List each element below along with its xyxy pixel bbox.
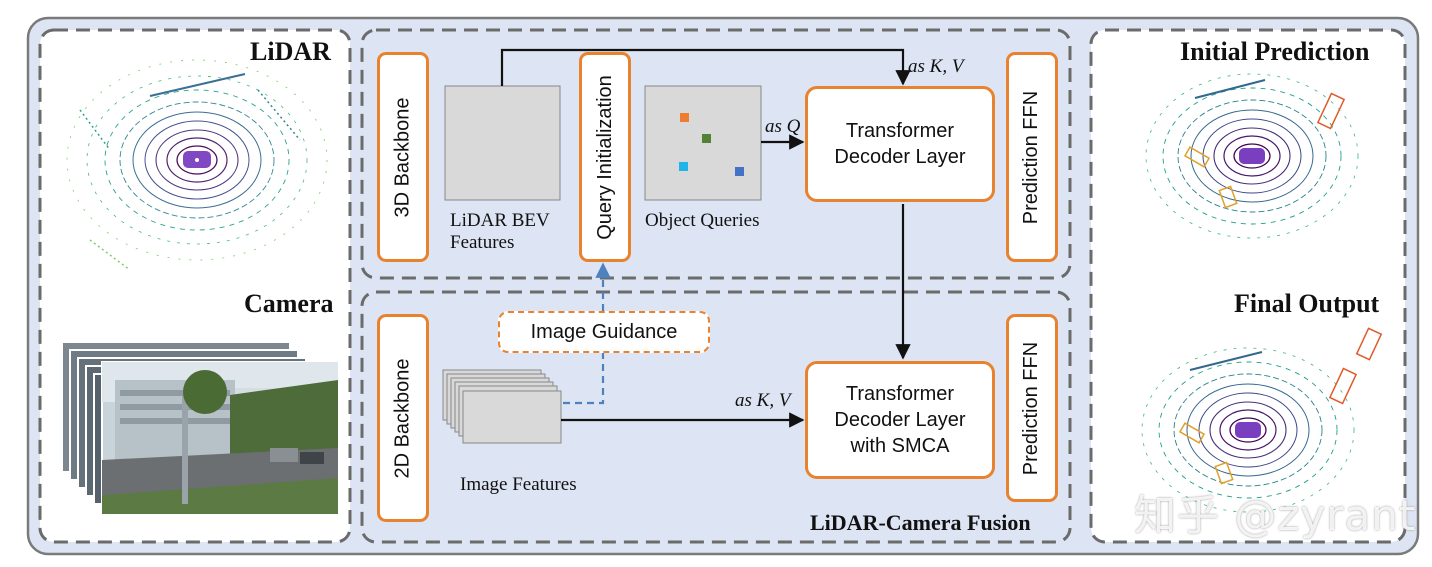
lidar-bev-line1: LiDAR BEV — [450, 210, 550, 231]
backbone-2d-label: 2D Backbone — [391, 357, 414, 479]
initial-prediction-pointcloud — [1145, 73, 1359, 239]
decoder-top-line1: Transformer — [845, 120, 955, 142]
object-queries-label: Object Queries — [645, 210, 760, 231]
arrow-image-guidance — [563, 262, 611, 405]
query-dot-cyan — [679, 162, 688, 171]
decoder-top-line2: Decoder Layer — [834, 146, 966, 168]
query-dot-orange — [680, 113, 689, 122]
image-features-label: Image Features — [460, 474, 577, 495]
lidar-pointcloud — [66, 59, 328, 271]
final-output-pointcloud — [1141, 327, 1383, 513]
camera-title: Camera — [244, 289, 334, 318]
watermark: 知乎 @zyrant — [1134, 491, 1417, 540]
as-kv-bottom-label: as K, V — [735, 390, 791, 411]
initial-prediction-title: Initial Prediction — [1180, 37, 1370, 66]
lidar-bev-label: LiDAR BEV Features — [450, 210, 550, 254]
query-dot-green — [702, 134, 711, 143]
transformer-decoder-smca: Transformer Decoder Layer with SMCA — [805, 361, 995, 479]
image-guidance-label: Image Guidance — [530, 320, 678, 343]
lidar-title: LiDAR — [250, 37, 331, 66]
center-top-panel — [360, 28, 1072, 280]
query-initialization-label: Query Initialization — [593, 74, 616, 240]
decoder-bottom-line2: Decoder Layer — [834, 409, 966, 431]
prediction-ffn-top-box: Prediction FFN — [1006, 52, 1058, 262]
query-dot-blue — [735, 167, 744, 176]
query-initialization-box: Query Initialization — [579, 52, 631, 262]
prediction-ffn-top-label: Prediction FFN — [1020, 90, 1043, 224]
backbone-3d-label: 3D Backbone — [391, 96, 414, 218]
fusion-title: LiDAR-Camera Fusion — [810, 510, 1031, 535]
right-panel — [1089, 28, 1407, 544]
lidar-bev-line2: Features — [450, 232, 515, 253]
image-guidance-box: Image Guidance — [498, 311, 710, 353]
final-output-title: Final Output — [1234, 289, 1380, 318]
prediction-ffn-bottom-label: Prediction FFN — [1020, 341, 1043, 475]
center-bottom-panel — [360, 290, 1072, 544]
prediction-ffn-bottom-box: Prediction FFN — [1006, 314, 1058, 502]
decoder-bottom-line3: with SMCA — [850, 435, 950, 457]
backbone-3d-box: 3D Backbone — [377, 52, 429, 262]
as-q-label: as Q — [765, 116, 801, 137]
arrow-bev-to-decoder — [500, 48, 911, 86]
camera-image-stack — [61, 341, 339, 515]
lidar-bev-features-square — [444, 85, 561, 201]
image-features-stack — [442, 369, 562, 444]
transformer-decoder-top: Transformer Decoder Layer — [805, 86, 995, 202]
as-kv-top-label: as K, V — [908, 56, 964, 77]
backbone-2d-box: 2D Backbone — [377, 314, 429, 522]
decoder-bottom-line1: Transformer — [845, 383, 955, 405]
